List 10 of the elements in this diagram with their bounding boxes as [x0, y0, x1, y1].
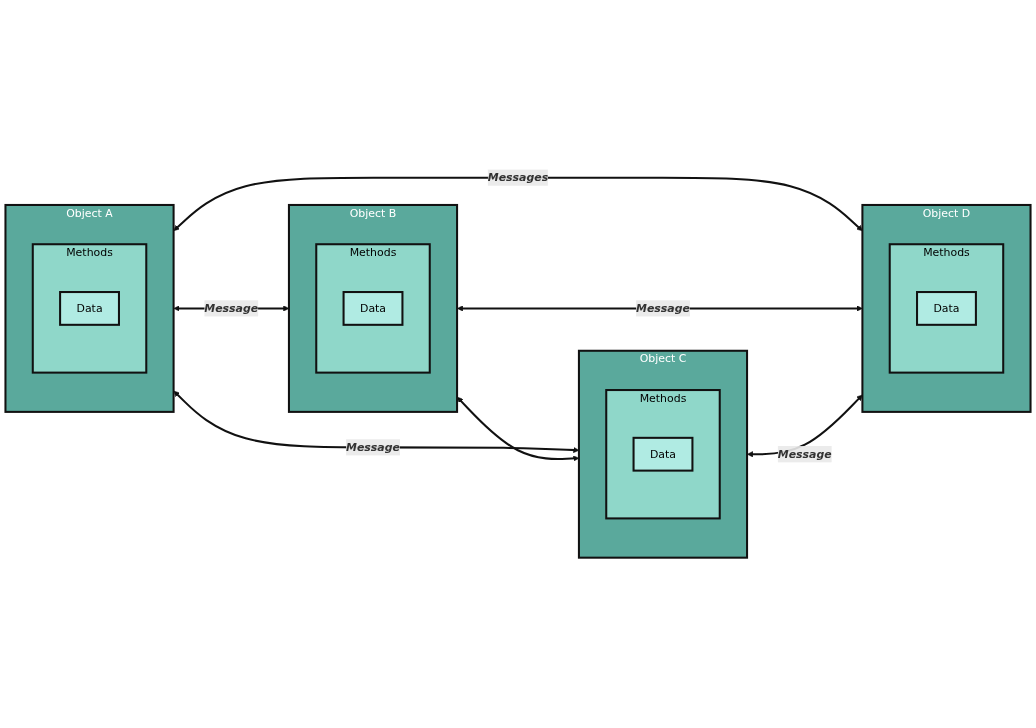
node-box: Data	[632, 437, 694, 473]
edge-label: Message	[636, 302, 690, 315]
node-box: Data	[916, 291, 977, 327]
node-box: Data	[59, 291, 120, 327]
edge-label: Message	[346, 440, 400, 454]
edge-label: Message	[777, 447, 832, 461]
edge-label: Message	[204, 302, 259, 315]
edge-label: Messages	[487, 171, 549, 185]
arrow	[173, 177, 863, 232]
node-box: Data	[342, 291, 404, 327]
